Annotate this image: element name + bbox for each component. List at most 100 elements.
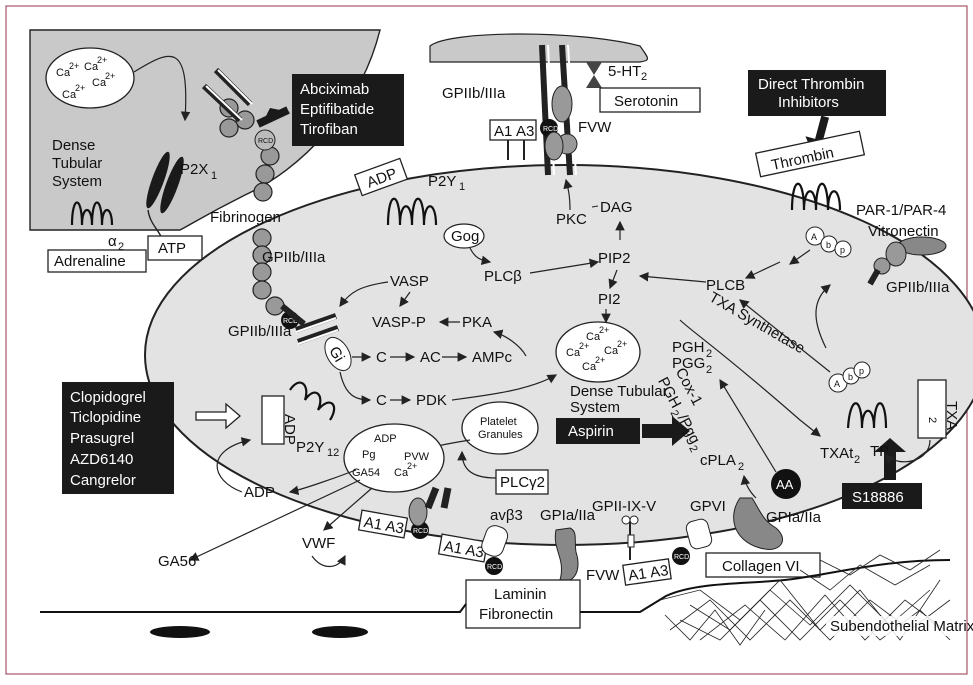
diagram-label: A3 <box>464 542 485 562</box>
gp-inhibitors-box: Abciximab Eptifibatide Tirofiban <box>292 74 404 146</box>
diagram-label: Ca <box>394 467 409 479</box>
diagram-shape <box>339 281 389 307</box>
par-receptor <box>790 182 842 211</box>
diagram-shape <box>799 564 931 591</box>
calcium-ions-mid: Ca2+ Ca2+ Ca2+ Ca2+ <box>566 325 627 373</box>
diagram-shape <box>740 474 757 499</box>
thrombin-box <box>754 130 866 178</box>
calcium-store-top <box>45 47 135 109</box>
diagram-label: Granules <box>478 429 523 441</box>
diagram-label: Ticlopidine <box>70 409 141 426</box>
cell-top-center <box>429 33 649 63</box>
diagram-label: GPIa/IIa <box>766 509 822 526</box>
diagram-shape <box>188 479 361 561</box>
diagram-shape <box>485 557 503 575</box>
diagram-label: 2+ <box>595 355 605 365</box>
diagram-shape <box>252 228 272 248</box>
diagram-shape <box>265 296 285 316</box>
abp-upper: A b p <box>805 226 852 258</box>
diagram-shape <box>213 67 253 107</box>
diagram-shape <box>544 131 564 161</box>
diagram-shape <box>621 515 631 525</box>
diagram-shape <box>789 249 811 265</box>
gpia-right-shape <box>733 497 783 550</box>
serotonin-label: Serotonin <box>614 93 678 110</box>
diagram-shape <box>201 83 243 123</box>
gpia-mid-shape <box>554 527 579 582</box>
gpii-ix-v-receptor <box>621 515 639 560</box>
diagram-label: PKC <box>556 211 587 228</box>
diagram-label: C <box>376 392 387 409</box>
diagram-label: AC <box>420 349 441 366</box>
diagram-label: Ca <box>56 67 71 79</box>
diagram-label: GPIIb/IIIa <box>262 249 326 266</box>
diagram-shape <box>679 319 821 437</box>
diagram-shape <box>744 261 781 279</box>
diagram-label: Ca <box>62 89 77 101</box>
diagram-label: Collagen VI <box>722 558 800 575</box>
adp-vertical-box <box>261 395 285 445</box>
diagram-label: ADP <box>281 414 298 445</box>
plcy2-box <box>495 469 549 495</box>
diagram-shape <box>846 402 888 429</box>
diagram-label: GPIIb/IIIa <box>442 85 506 102</box>
diagram-shape <box>216 437 252 493</box>
diagram-shape <box>819 549 941 576</box>
diagram-shape <box>608 269 618 290</box>
diagram-shape <box>481 525 509 557</box>
diagram-label: PGG <box>672 355 705 372</box>
diagram-label: Fibrinogen <box>210 209 281 226</box>
diagram-label: Laminin <box>494 586 547 603</box>
diagram-label: 1 <box>459 181 465 193</box>
diagram-label: GPII-IX-V <box>592 498 656 515</box>
diagram-shape <box>289 381 336 421</box>
diagram-label: GPIIb/IIIa <box>228 323 292 340</box>
diagram-label: PLCB <box>706 277 745 294</box>
diagram-label: P2Y <box>296 439 324 456</box>
diagram-shape <box>842 483 922 509</box>
diagram-label: 2 <box>641 71 647 83</box>
diagram-label: VASP <box>390 273 429 290</box>
plcb-label: PLCβ <box>484 268 522 285</box>
calcium-store-mid <box>555 321 641 383</box>
diagram-shape <box>591 205 599 208</box>
diagram-label: Gog <box>451 228 479 245</box>
diagram-label: 2 <box>667 408 680 419</box>
diagram-shape <box>252 280 272 300</box>
diagram-shape <box>219 118 239 138</box>
diagram-label: 1 <box>211 170 217 182</box>
diagram-shape <box>399 291 411 307</box>
diagram-shape <box>280 303 306 327</box>
diagram-label: Prasugrel <box>70 430 134 447</box>
diagram-label: PAR-1/PAR-4 <box>856 202 946 219</box>
diagram-shape <box>826 616 952 636</box>
diagram-shape <box>867 268 881 286</box>
diagram-label: GA56 <box>158 553 196 570</box>
diagram-label: RCD <box>543 126 558 133</box>
diagram-shape <box>339 371 372 405</box>
p2y12-inhibitors-box: Clopidogrel Ticlopidine Prasugrel AZD614… <box>62 382 174 494</box>
diagram-label: C <box>376 349 387 366</box>
diagram-label: A3 <box>516 123 534 140</box>
diagram-label: GPIa/IIa <box>540 507 596 524</box>
diagram-label: Eptifibatide <box>300 101 374 118</box>
diagram-label: AMPc <box>472 349 513 366</box>
diagram-label: 2 <box>738 461 744 473</box>
atp-label: ATP <box>158 240 186 257</box>
diagram-label: Inhibitors <box>778 94 839 111</box>
diagram-shape <box>160 156 184 214</box>
diagram-label: Direct Thrombin <box>758 76 864 93</box>
diagram-shape <box>62 382 174 494</box>
aa-circle <box>771 469 801 499</box>
diagram-shape <box>672 547 690 565</box>
endothelial-nucleus-1 <box>150 626 210 638</box>
p2y1-receptor: P2Y 1 <box>386 173 465 226</box>
adrenaline-label: Adrenaline <box>54 253 126 270</box>
diagram-label: Ca <box>582 361 597 373</box>
diagram-label: Tubular <box>52 155 102 172</box>
diagram-label: 2+ <box>105 71 115 81</box>
diagram-label: VWF <box>302 535 335 552</box>
diagram-shape <box>457 450 497 479</box>
diagram-label: A3 <box>384 518 405 538</box>
diagram-label: AZD6140 <box>70 451 133 468</box>
